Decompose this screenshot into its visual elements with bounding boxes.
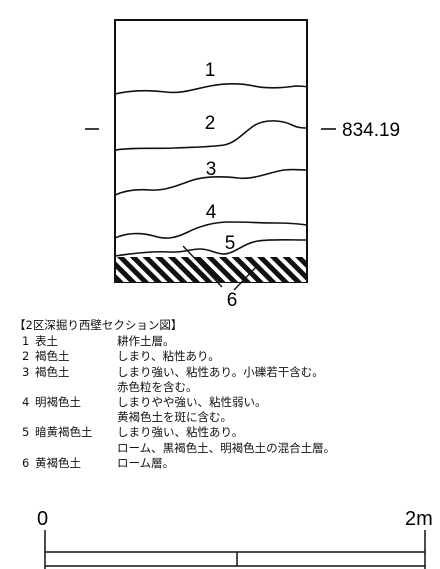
legend-row-continuation: 黄褐色土を斑に含む。 [14, 410, 434, 425]
scale-end-label: 2m [405, 508, 433, 530]
boundary-5-6 [114, 238, 308, 257]
scale-bar [44, 530, 426, 569]
boundary-4-5 [114, 221, 308, 239]
legend-row-description: しまり、粘性あり。 [117, 349, 220, 364]
legend-row-number: 6 [22, 455, 30, 470]
legend-row-description: ローム層。 [117, 455, 175, 470]
legend-row: 4 明褐色土 しまりやや強い、粘性弱い。 [14, 395, 434, 410]
legend-row-number: 1 [22, 334, 30, 349]
legend-row-description: しまり強い、粘性あり。小礫若干含む。 [117, 364, 324, 379]
legend-row: 5 暗黄褐色土 しまり強い、粘性あり。 [14, 425, 434, 440]
legend-row: 1 表土 耕作土層。 [14, 334, 434, 349]
leader-line-6a [182, 245, 223, 288]
layer-number-3: 3 [206, 159, 217, 180]
legend-row-continuation: 赤色粒を含む。 [14, 380, 434, 395]
legend-row-description: しまり強い、粘性あり。 [117, 425, 244, 440]
legend-row-continuation: ローム、黒褐色土、明褐色土の混合土層。 [14, 441, 434, 456]
elevation-label: 834.19 [342, 120, 400, 141]
legend-row-description: しまりやや強い、粘性弱い。 [117, 394, 267, 409]
legend-row-description: 耕作土層。 [117, 334, 175, 349]
layer-number-4: 4 [206, 202, 217, 223]
legend-row-number: 2 [22, 349, 30, 364]
leader-line-6b [233, 265, 258, 291]
legend-title: 【2区深掘り西壁セクション図】 [14, 318, 183, 332]
legend-row: 6 黄褐色土 ローム層。 [14, 456, 434, 471]
legend-row-description: ローム、黒褐色土、明褐色土の混合土層。 [117, 440, 336, 455]
legend-row-soil-name: 暗黄褐色土 [35, 425, 93, 440]
legend-row-number: 3 [22, 364, 30, 379]
layer-6-hatch [116, 257, 306, 282]
layer-number-5: 5 [225, 233, 236, 254]
legend-row-soil-name: 表土 [35, 334, 58, 349]
legend-row-number: 5 [22, 425, 30, 440]
legend-row-soil-name: 褐色土 [35, 349, 70, 364]
boundary-3-4 [114, 168, 308, 196]
layer-number-6: 6 [227, 290, 238, 311]
legend-row-soil-name: 褐色土 [35, 364, 70, 379]
legend-row-soil-name: 黄褐色土 [35, 455, 81, 470]
scale-start-label: 0 [37, 508, 48, 530]
legend-row: 3 褐色土 しまり強い、粘性あり。小礫若干含む。 [14, 365, 434, 380]
layer-number-2: 2 [205, 113, 216, 134]
legend-row-soil-name: 明褐色土 [35, 394, 81, 409]
boundary-1-2 [114, 82, 308, 95]
layer-legend: 【2区深掘り西壁セクション図】 1 表土 耕作土層。 2 褐色土 しまり、粘性あ… [14, 318, 434, 471]
boundary-2-3 [114, 120, 308, 151]
legend-row: 2 褐色土 しまり、粘性あり。 [14, 349, 434, 364]
legend-row-number: 4 [22, 394, 30, 409]
legend-row-description: 黄褐色土を斑に含む。 [117, 410, 232, 425]
legend-row-description: 赤色粒を含む。 [117, 379, 198, 394]
layer-number-1: 1 [205, 60, 216, 81]
